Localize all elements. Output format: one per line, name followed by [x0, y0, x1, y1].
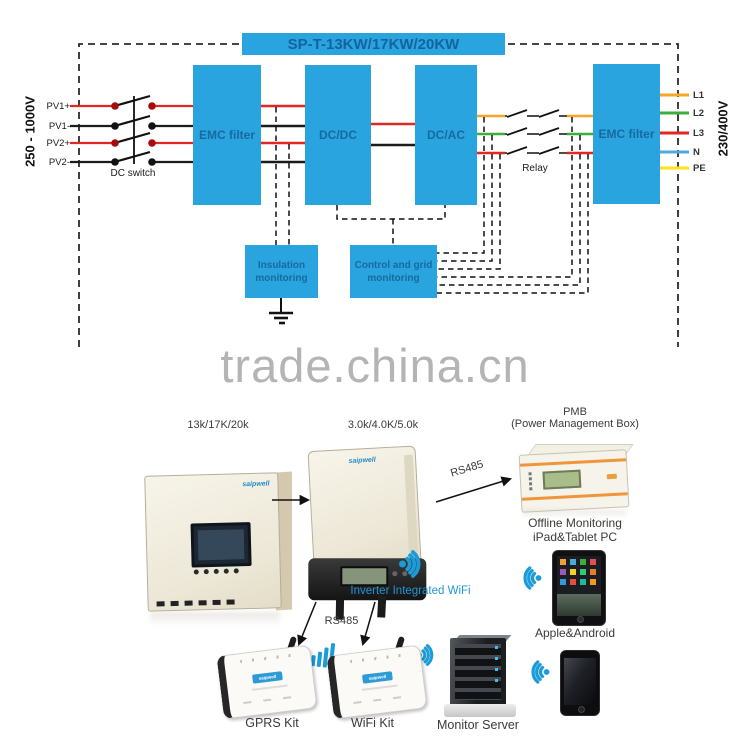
large-inverter-reflection — [150, 612, 280, 626]
phone-image — [560, 650, 600, 716]
ac-output-label-l3: L3 — [693, 128, 705, 139]
wifi-kit-label: WiFi Kit — [350, 716, 395, 730]
control-grid-monitoring-block: Control and grid monitoring — [350, 245, 437, 298]
ac-output-label-l1: L1 — [693, 90, 705, 101]
watermark: trade.china.cn — [220, 339, 530, 392]
dc-switch-label: DC switch — [110, 168, 156, 179]
tablet-photo-strip — [557, 594, 601, 616]
pmb-lcd — [542, 469, 582, 490]
pv2-minus-label: PV2- — [48, 157, 70, 168]
gprs-kit-label: GPRS Kit — [245, 716, 299, 730]
dcac-block: DC/AC — [415, 65, 477, 205]
wifi-kit-marks — [353, 695, 410, 705]
gprs-kit-marks — [243, 695, 300, 705]
phone-home-button — [577, 706, 585, 713]
pmb-title: PMB — [563, 406, 587, 418]
monitor-server-label: Monitor Server — [437, 718, 519, 732]
brand-logo: saipwell — [348, 456, 376, 466]
emc-filter-left-block: EMC filter — [193, 65, 261, 205]
small-inverter-leg — [377, 595, 387, 618]
tablet-home-button — [576, 616, 584, 623]
dcdc-block: DC/DC — [305, 65, 371, 205]
wifi-icon — [510, 562, 546, 599]
pmb-logo-mark — [606, 473, 617, 480]
small-inverter-lcd — [340, 566, 389, 587]
pmb-subtitle: (Power Management Box) — [511, 418, 639, 430]
offline-line1: Offline Monitoring — [528, 516, 622, 530]
large-inverter-screen-inner — [197, 529, 245, 561]
pv2-plus-label: PV2+ — [46, 138, 70, 149]
emc-filter-right-block: EMC filter — [593, 64, 660, 204]
wifi-icon — [396, 545, 434, 588]
insulation-monitoring-block: Insulation monitoring — [245, 245, 318, 298]
pmb-stripe — [521, 492, 628, 501]
gprs-kit-vents — [240, 653, 293, 664]
ac-output-wires — [660, 93, 689, 170]
brand-logo: saipwell — [242, 480, 270, 489]
rs485-kits-label: RS485 — [324, 615, 359, 627]
small-inverter-image: saipwell — [303, 441, 436, 629]
phone-screen — [564, 658, 596, 705]
server-slots — [455, 644, 501, 700]
pv1-plus-label: PV1+ — [46, 101, 70, 112]
dc-switch-symbol — [70, 94, 193, 166]
offline-line2: iPad&Tablet PC — [532, 530, 618, 544]
server-tower — [450, 638, 506, 708]
wifi-icon — [416, 644, 434, 666]
large-inverter-buttons — [193, 568, 239, 575]
pmb-reflection — [522, 510, 626, 518]
relay-symbol — [477, 109, 593, 156]
large-inverter-label: 13k/17K/20k — [187, 419, 249, 431]
wifi-kit-line — [361, 684, 398, 691]
gprs-kit-image: saipwell — [216, 635, 338, 722]
server-leds — [495, 646, 498, 649]
large-inverter-connectors — [156, 599, 267, 607]
tablet-image — [552, 550, 606, 626]
server-base — [444, 704, 516, 717]
small-inverter-label: 3.0k/4.0K/5.0k — [347, 419, 419, 431]
brand-logo: saipwell — [252, 671, 283, 684]
ac-output-label-pe: PE — [693, 163, 706, 174]
enclosure-dashed-box — [78, 43, 679, 347]
offline-monitoring-caption: Offline Monitoring iPad&Tablet PC — [505, 516, 645, 544]
pmb-stripe — [520, 458, 627, 467]
brand-logo: saipwell — [362, 671, 393, 684]
wifi-icon — [518, 656, 554, 693]
tablet-app-icons — [560, 559, 566, 565]
wifi-kit-vents — [350, 653, 403, 664]
pmb-front-face — [518, 449, 630, 513]
ac-output-label-l2: L2 — [693, 108, 705, 119]
tablet-screen — [557, 556, 601, 616]
large-inverter-screen — [190, 522, 252, 568]
large-inverter-face: saipwell — [144, 472, 282, 612]
monitor-server-image — [444, 635, 518, 720]
apple-android-label: Apple&Android — [534, 626, 616, 640]
wifi-kit-image: saipwell — [326, 635, 448, 722]
large-inverter-image: saipwell — [144, 466, 294, 626]
rs485-pmb-label: RS485 — [449, 458, 485, 480]
pv1-minus-label: PV1- — [48, 121, 70, 132]
gprs-kit-body: saipwell — [216, 644, 318, 720]
gprs-kit-line — [251, 684, 288, 691]
pmb-device-image — [518, 444, 634, 518]
pmb-label: PMB (Power Management Box) — [500, 406, 650, 430]
input-voltage-label: 250 - 1000V — [22, 96, 38, 167]
ac-output-label-n: N — [693, 147, 700, 158]
relay-label: Relay — [522, 163, 548, 174]
wifi-kit-body: saipwell — [326, 644, 428, 720]
pmb-buttons — [528, 472, 532, 476]
ground-icon — [269, 298, 293, 325]
model-banner: SP-T-13KW/17KW/20KW — [242, 33, 505, 55]
integrated-wifi-label: Inverter Integrated WiFi — [350, 585, 471, 597]
